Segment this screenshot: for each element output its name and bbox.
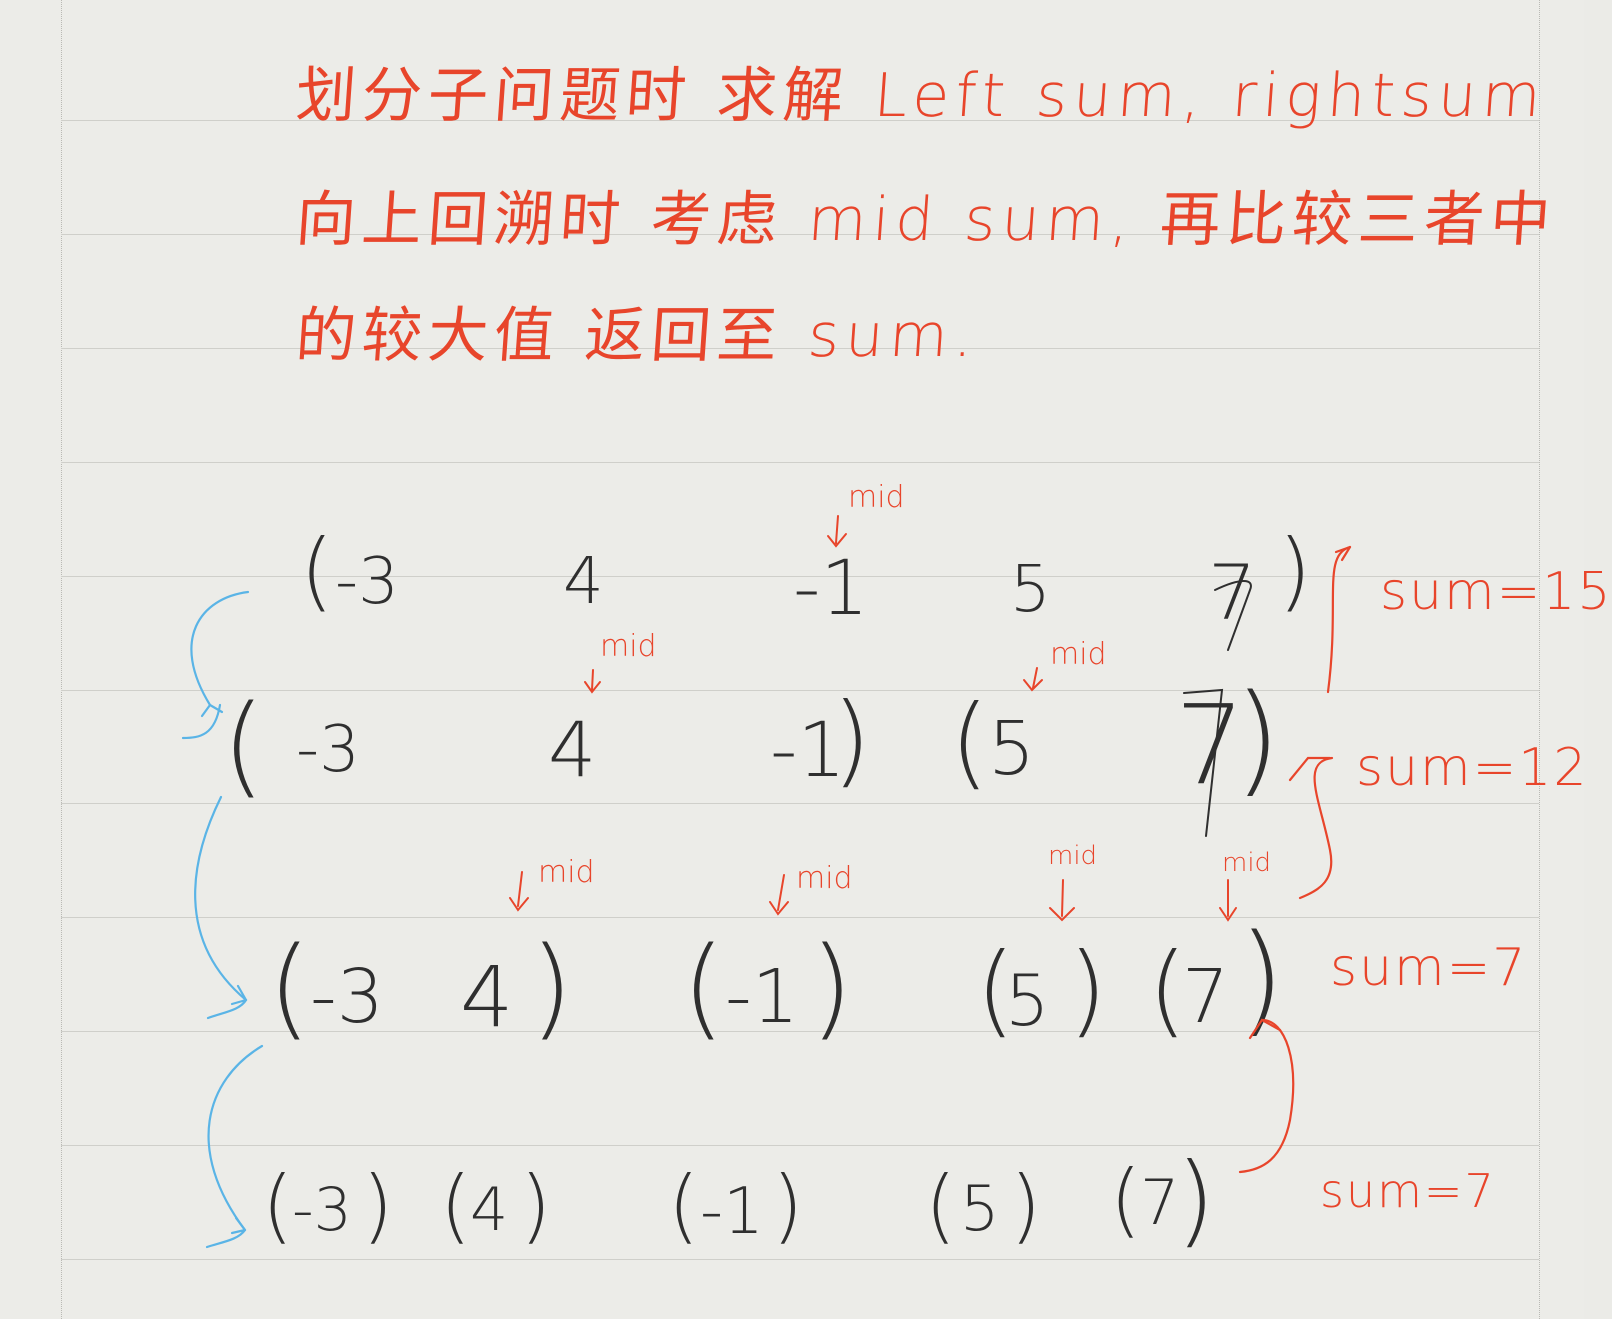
ruled-line [61, 803, 1539, 804]
close-paren: ) [530, 923, 573, 1051]
open-paren: ( [440, 1159, 472, 1252]
number-cell: 5 [1010, 553, 1051, 627]
mid-marker: mid [1050, 637, 1107, 672]
mid-marker: mid [1048, 841, 1098, 871]
sum-label: sum=12 [1356, 738, 1589, 798]
number-cell: -3 [310, 954, 384, 1040]
blue-arrow-1-head-icon [181, 703, 224, 740]
number-cell: 4 [470, 1175, 509, 1245]
close-paren: ) [1068, 931, 1108, 1048]
mid-marker: mid [600, 629, 657, 664]
ruled-line [61, 1145, 1539, 1146]
blue-arrow-3-icon [207, 1044, 264, 1232]
ruled-line [61, 917, 1539, 918]
close-paren: ) [1234, 670, 1281, 809]
open-paren: ( [1148, 931, 1188, 1048]
open-paren: ( [976, 931, 1016, 1048]
bracket-head-icon [1248, 1018, 1282, 1040]
sum-brackets [1238, 545, 1352, 1174]
number-cell: 4 [460, 948, 514, 1046]
ruled-line [61, 462, 1539, 463]
close-paren: ) [1010, 1159, 1042, 1252]
blue-arrow-3-head-icon [205, 1216, 247, 1249]
open-paren: ( [222, 681, 265, 809]
sum-label: sum=7 [1330, 938, 1528, 998]
mid-arrows [509, 515, 1237, 922]
mid-arrow-icon [584, 669, 601, 694]
mid-arrow-icon [1049, 879, 1075, 922]
bracket-icon [1238, 1018, 1295, 1174]
open-paren: ( [300, 521, 334, 621]
mid-arrow-icon [509, 871, 529, 912]
number-cell: 5 [960, 1172, 1000, 1245]
seven-stroke-icon [1183, 688, 1224, 837]
number-cell: -1 [725, 954, 799, 1040]
close-paren: ) [832, 681, 872, 798]
mid-marker: mid [796, 861, 853, 896]
ruled-line [61, 1259, 1539, 1260]
mid-arrow-icon [827, 515, 847, 548]
close-paren: ) [772, 1159, 804, 1252]
number-cell: -3 [296, 713, 360, 787]
open-paren: ( [262, 1159, 294, 1252]
close-paren: ) [1278, 521, 1312, 621]
bracket-icon [1326, 545, 1352, 694]
open-paren: ( [950, 683, 990, 800]
number-cell: -1 [793, 543, 869, 632]
ruled-line [61, 1031, 1539, 1032]
number-cell: 5 [1005, 960, 1050, 1042]
number-cell: -1 [700, 1175, 764, 1249]
number-cell: 7 [1182, 954, 1230, 1040]
open-paren: ( [268, 923, 311, 1051]
mid-arrow-icon [1219, 879, 1237, 922]
close-paren: ) [520, 1159, 552, 1252]
open-paren: ( [682, 923, 725, 1051]
number-cell: -1 [770, 705, 846, 794]
bracket-head-icon [1334, 545, 1352, 562]
blue-arrow-2-icon [194, 795, 248, 1002]
bracket-head-icon [1288, 756, 1332, 782]
ruled-line [61, 348, 1539, 349]
ruled-line [61, 234, 1539, 235]
ink-strokes [1183, 580, 1252, 837]
blue-arrow-2-head-icon [206, 984, 248, 1020]
number-cell: -3 [292, 1175, 352, 1245]
number-cell: 4 [563, 545, 604, 619]
sum-label: sum=15 [1380, 562, 1612, 622]
sum-label: sum=7 [1320, 1164, 1496, 1218]
left-margin-line [61, 0, 62, 1319]
right-margin-line [1539, 0, 1540, 1319]
mid-marker: mid [848, 480, 905, 515]
bracket-icon [1298, 756, 1334, 900]
close-paren: ) [1176, 1141, 1216, 1258]
number-cell: 5 [988, 706, 1036, 792]
seven-stroke-icon [1214, 580, 1252, 651]
blue-arrows [181, 590, 264, 1249]
open-paren: ( [1110, 1153, 1142, 1246]
number-cell: 7 [1140, 1166, 1180, 1239]
ruled-line [61, 120, 1539, 121]
ruled-line [61, 576, 1539, 577]
ruled-line [61, 690, 1539, 691]
mid-arrow-icon [1023, 667, 1043, 692]
number-cell: 7 [1175, 681, 1245, 809]
open-paren: ( [668, 1159, 700, 1252]
open-paren: ( [925, 1159, 957, 1252]
close-paren: ) [362, 1159, 394, 1252]
mid-marker: mid [1222, 848, 1272, 878]
mid-arrow-icon [769, 874, 789, 916]
close-paren: ) [810, 923, 853, 1051]
number-cell: -3 [335, 545, 399, 619]
mid-marker: mid [538, 855, 595, 890]
blue-arrow-1-icon [190, 590, 250, 707]
number-cell: 4 [548, 705, 597, 794]
